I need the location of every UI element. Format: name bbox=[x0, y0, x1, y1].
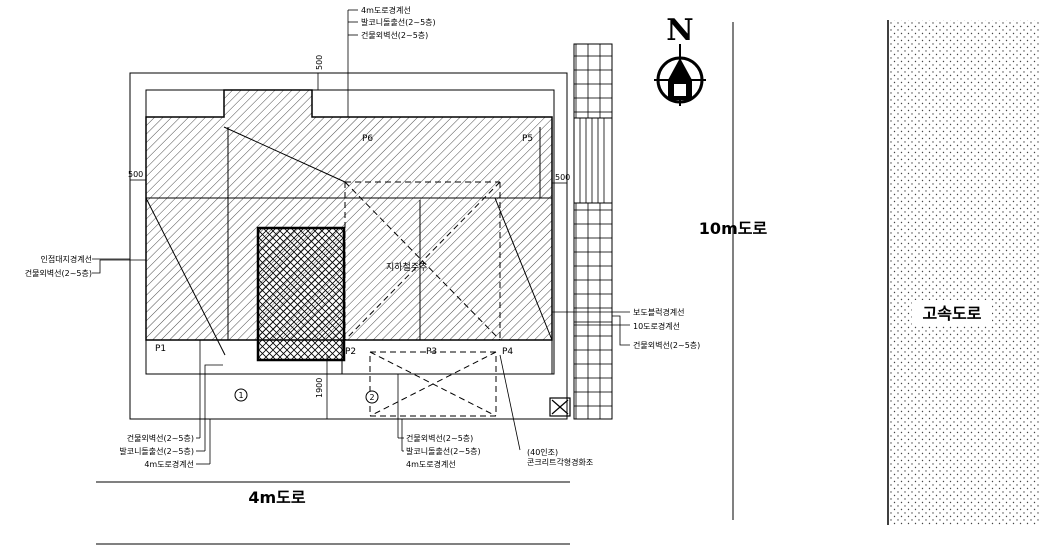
top-road-line-label: 4m도로경계선 bbox=[361, 5, 411, 15]
right-wall-label: 건물외벽선(2~5층) bbox=[633, 340, 700, 350]
point-p5: P5 bbox=[522, 134, 533, 144]
road-10m-label: 10m도로 bbox=[699, 219, 768, 238]
core-block bbox=[256, 226, 346, 362]
marker-2: 2 bbox=[369, 393, 374, 402]
parking-count-label: (40인조) bbox=[527, 447, 558, 457]
bc-wall-label: 건물외벽선(2~5층) bbox=[406, 433, 473, 443]
left-wall-label: 건물외벽선(2~5층) bbox=[25, 268, 92, 278]
bottom-center-callout bbox=[397, 354, 521, 452]
point-p4: P4 bbox=[502, 347, 513, 357]
expand-icon bbox=[549, 397, 571, 417]
highway-area: 고속도로 bbox=[887, 20, 1040, 525]
bc-balcony-label: 발코니돌출선(2~5층) bbox=[406, 446, 481, 456]
point-p2: P2 bbox=[345, 347, 356, 357]
point-p3: P3 bbox=[426, 347, 437, 357]
dim-right-setback: 500 bbox=[555, 173, 570, 182]
site-boundary bbox=[129, 72, 568, 420]
top-wall-label: 건물외벽선(2~5층) bbox=[361, 30, 428, 40]
top-callout bbox=[347, 9, 358, 117]
bc-road-label: 4m도로경계선 bbox=[406, 459, 456, 469]
north-letter: N bbox=[666, 13, 693, 48]
right-callout bbox=[552, 311, 630, 346]
sidewalk-strip bbox=[573, 43, 613, 420]
bl-wall-label: 건물외벽선(2~5층) bbox=[127, 433, 194, 443]
left-boundary-label: 인접대지경계선 bbox=[40, 254, 92, 264]
building-footprint bbox=[145, 89, 553, 356]
bl-road-label: 4m도로경계선 bbox=[144, 459, 194, 469]
parking-desc-label: 콘크리트각형경화조 bbox=[527, 457, 593, 467]
road-4m-label: 4m도로 bbox=[248, 488, 306, 507]
point-p6: P6 bbox=[362, 134, 373, 144]
right-road-label: 10도로경계선 bbox=[633, 321, 680, 331]
dim-top-setback: 500 bbox=[315, 55, 324, 70]
dim-front-setback: 1900 bbox=[315, 378, 324, 398]
right-sidewalk-label: 보도블럭경계선 bbox=[633, 307, 685, 317]
underground-label: 지하철주추 bbox=[386, 262, 427, 273]
road-10m: 10m도로 bbox=[699, 22, 768, 520]
north-arrow: N bbox=[654, 13, 706, 106]
bl-balcony-label: 발코니돌출선(2~5층) bbox=[119, 446, 194, 456]
marker-1: 1 bbox=[238, 391, 243, 400]
parking-area bbox=[369, 351, 497, 417]
road-4m: 4m도로 bbox=[96, 481, 570, 545]
dim-left-setback: 500 bbox=[128, 170, 143, 179]
top-balcony-label: 발코니돌출선(2~5층) bbox=[361, 17, 436, 27]
highway-label: 고속도로 bbox=[923, 304, 982, 323]
left-callout bbox=[92, 258, 146, 274]
point-p1: P1 bbox=[155, 344, 166, 354]
bottom-left-callout bbox=[196, 340, 223, 465]
